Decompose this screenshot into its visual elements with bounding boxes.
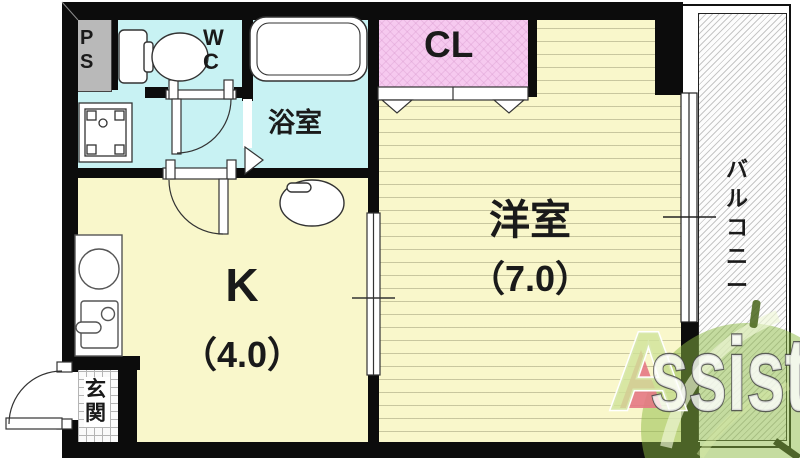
western-room-label: 洋室 bbox=[489, 197, 571, 243]
wc-door door-swing-icon bbox=[165, 79, 237, 155]
kitchen-label: K bbox=[225, 259, 259, 311]
pipe-space bbox=[77, 14, 112, 92]
entrance-label: 玄関 bbox=[84, 377, 110, 427]
balcony-label: バルコニー bbox=[726, 157, 749, 298]
washroom-door door-swing-icon bbox=[162, 159, 237, 235]
closet-sliding-door sliding-door-icon bbox=[377, 86, 529, 114]
closet-label: CL bbox=[424, 24, 474, 65]
wc-label: WC bbox=[203, 25, 224, 74]
kitchen-counter bbox=[74, 234, 123, 357]
washbasin-icon bbox=[279, 179, 345, 227]
bathtub-icon bbox=[249, 16, 368, 82]
entrance-door door-swing-icon bbox=[5, 361, 78, 430]
bath-door folding-door-icon bbox=[243, 99, 265, 176]
room-sliding-partition sliding-door-icon bbox=[352, 212, 395, 376]
toilet-icon bbox=[118, 29, 209, 84]
closet-floor bbox=[378, 16, 530, 88]
balcony-window window-icon bbox=[663, 92, 716, 323]
western-room-size: （7.0） bbox=[468, 258, 592, 299]
bath-label: 浴室 bbox=[268, 108, 322, 138]
wall-mitre-line bbox=[61, 1, 79, 21]
washing-machine-pan-icon bbox=[78, 102, 133, 163]
stove-icon bbox=[75, 300, 119, 349]
kitchen-size: （4.0） bbox=[180, 334, 304, 375]
ps-label: PS bbox=[80, 27, 94, 73]
kitchen-sink-icon bbox=[78, 248, 120, 290]
